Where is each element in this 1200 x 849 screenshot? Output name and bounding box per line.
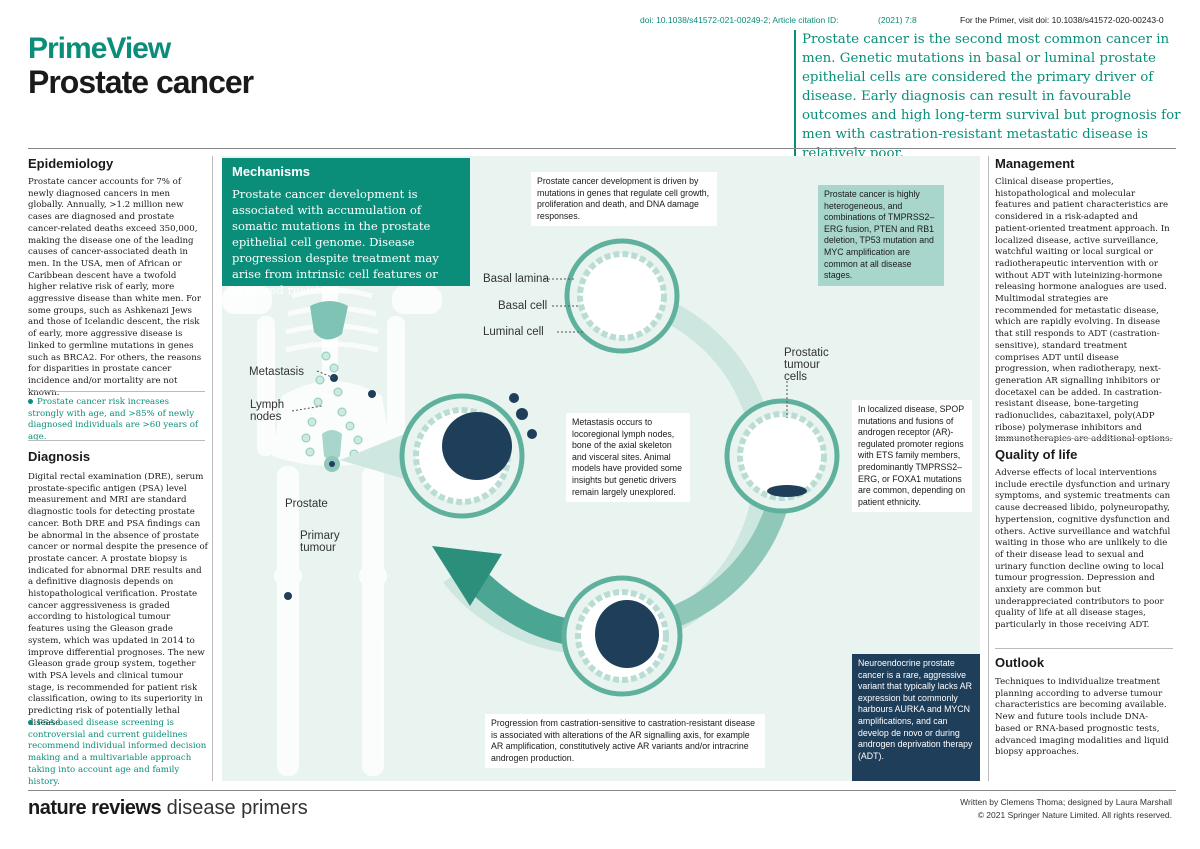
box-metastasis: Metastasis occurs to locoregional lymph … (566, 413, 690, 503)
label-primary-tumour: Primary tumour (300, 530, 340, 554)
mechanisms-illustration (222, 238, 840, 776)
logo-bold: nature reviews (28, 797, 162, 819)
box-development: Prostate cancer development is driven by… (531, 172, 717, 227)
box-heterogeneous: Prostate cancer is highly heterogeneous,… (818, 185, 944, 286)
epidemiology-body: Prostate cancer accounts for 7% of newly… (28, 177, 202, 398)
bladder (322, 430, 342, 461)
divider (995, 438, 1173, 439)
box-localized: In localized disease, SPOP mutations and… (852, 400, 972, 513)
callout-text: PSA-based disease screening is controver… (28, 718, 207, 787)
label-leaders (291, 278, 788, 418)
divider (28, 391, 205, 392)
diagnosis-callout: PSA-based disease screening is controver… (28, 718, 208, 788)
journal-logo: nature reviews disease primers (28, 797, 308, 820)
callout-text: Prostate cancer risk increases strongly … (28, 397, 199, 443)
mechanisms-heading: Mechanisms (232, 164, 311, 179)
epidemiology-heading: Epidemiology (28, 156, 114, 171)
box-progression: Progression from castration-sensitive to… (485, 714, 765, 769)
divider (995, 648, 1173, 649)
series-title: PrimeView (28, 32, 171, 65)
credit-copyright: © 2021 Springer Nature Limited. All righ… (977, 810, 1172, 820)
bullet-icon (28, 720, 33, 725)
management-body: Clinical disease properties, histopathol… (995, 177, 1173, 445)
citation-text: (2021) 7:8 (878, 15, 917, 25)
quality-of-life-body: Adverse effects of local interventions i… (995, 468, 1171, 631)
gland-localized (724, 398, 840, 514)
summary-text: Prostate cancer is the second most commo… (794, 30, 1184, 163)
label-prostate: Prostate (285, 498, 328, 510)
diagnosis-heading: Diagnosis (28, 449, 91, 464)
doi-text: doi: 10.1038/s41572-021-00249-2; Article… (640, 15, 839, 25)
diagnosis-body: Digital rectal examination (DRE), serum … (28, 472, 208, 728)
arrowhead-icon (432, 546, 502, 606)
label-basal-cell: Basal cell (498, 300, 548, 312)
column-divider (988, 156, 989, 781)
skeleton-silhouette (222, 276, 442, 776)
gland-primary-tumour (399, 393, 537, 519)
label-luminal-cell: Luminal cell (483, 326, 544, 338)
footer-rule (28, 790, 1176, 791)
metastasis-dots (284, 374, 376, 600)
outlook-body: Techniques to individualize treatment pl… (995, 677, 1169, 758)
label-lymph-nodes: Lymph nodes (250, 399, 285, 423)
epidemiology-callout: Prostate cancer risk increases strongly … (28, 397, 206, 444)
divider (28, 440, 205, 441)
outlook-heading: Outlook (995, 655, 1045, 670)
liver-shape (310, 301, 348, 340)
box-neuroendocrine: Neuroendocrine prostate cancer is a rare… (852, 654, 980, 781)
gland-advanced (561, 575, 683, 697)
quality-of-life-heading: Quality of life (995, 447, 1078, 462)
gland-normal (564, 238, 680, 354)
logo-light: disease primers (166, 797, 308, 819)
credit-author: Written by Clemens Thoma; designed by La… (960, 797, 1172, 807)
lymph-nodes (301, 351, 363, 459)
column-divider (212, 156, 213, 781)
page-title: Prostate cancer (28, 64, 254, 100)
mechanisms-intro-box: Mechanisms Prostate cancer development i… (222, 158, 470, 297)
label-prostatic-tumour-cells: Prostatic tumour cells (784, 347, 829, 383)
bullet-icon (28, 399, 33, 404)
label-basal-lamina: Basal lamina (483, 273, 549, 285)
primer-ref: For the Primer, visit doi: 10.1038/s4157… (960, 15, 1164, 25)
label-metastasis: Metastasis (249, 366, 304, 378)
management-heading: Management (995, 156, 1075, 171)
mechanisms-intro: Prostate cancer development is associate… (232, 187, 439, 297)
header-rule (28, 148, 1176, 149)
